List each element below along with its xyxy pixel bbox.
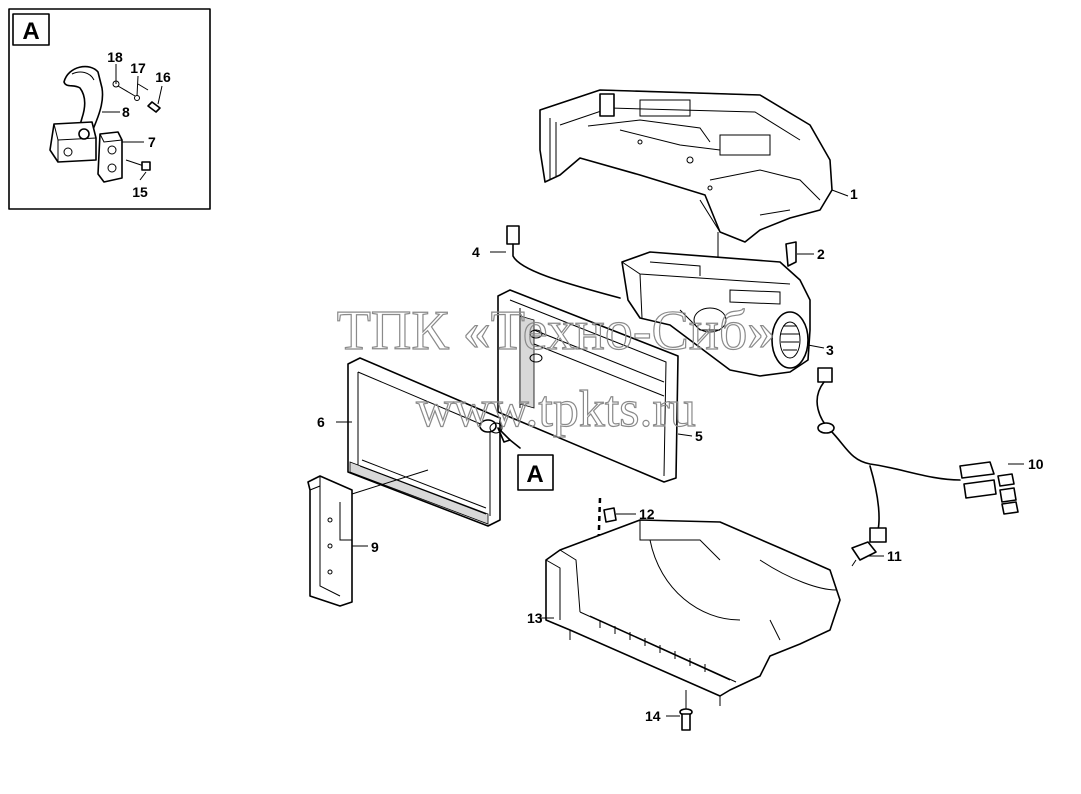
watermark-url: www.tpkts.ru bbox=[416, 381, 696, 438]
watermark-company: ТПК «Техно-Сиб» bbox=[337, 300, 776, 362]
callout-14: 14 bbox=[645, 708, 661, 724]
callout-3: 10 bbox=[1028, 456, 1044, 472]
callout-2: 3 bbox=[826, 342, 834, 358]
detail-callout-7: 7 bbox=[148, 134, 156, 150]
bracket-part-9: 9 bbox=[307, 475, 379, 607]
callout-5: 5 bbox=[695, 428, 703, 444]
expansion-valve-illustration bbox=[49, 65, 161, 183]
sensor-part-12: 11 bbox=[851, 541, 902, 567]
heater-core-part-5: 5 bbox=[497, 289, 703, 483]
lower-housing-part-6: 13 bbox=[527, 519, 841, 706]
detail-callout-18: 18 bbox=[107, 49, 123, 65]
evaporator-part-10: 6 bbox=[317, 357, 503, 527]
callout-6: 13 bbox=[527, 610, 543, 626]
callout-10: 6 bbox=[317, 414, 325, 430]
callout-11: 4 bbox=[472, 244, 480, 260]
callout-1: 1 bbox=[850, 186, 858, 202]
sensor-cable-part-11: 4 bbox=[472, 225, 621, 299]
blower-assembly: 3 bbox=[621, 251, 834, 377]
detail-frame bbox=[8, 8, 211, 210]
clip-part-4: 2 bbox=[785, 241, 825, 267]
detail-letter: A bbox=[22, 18, 39, 45]
detail-callout-16: 16 bbox=[155, 69, 171, 85]
screw-part-14: 14 bbox=[645, 690, 693, 731]
top-housing-cover: 1 bbox=[539, 89, 858, 243]
detail-box-a: A 18 17 1 bbox=[8, 8, 211, 210]
callout-12: 11 bbox=[887, 548, 902, 564]
wiring-harness-part-3: 10 bbox=[816, 367, 1044, 543]
callout-13: 12 bbox=[639, 506, 655, 522]
callout-9: 9 bbox=[371, 539, 379, 555]
detail-letter-box bbox=[12, 13, 50, 46]
view-marker-a: A bbox=[497, 427, 554, 491]
callout-4: 2 bbox=[817, 246, 825, 262]
detail-callout-8: 8 bbox=[122, 104, 130, 120]
detail-callout-17: 17 bbox=[130, 60, 146, 76]
detail-callout-15: 15 bbox=[132, 184, 148, 200]
watermark: ТПК «Техно-Сиб» www.tpkts.ru bbox=[336, 299, 776, 438]
view-marker-letter: A bbox=[526, 461, 543, 488]
